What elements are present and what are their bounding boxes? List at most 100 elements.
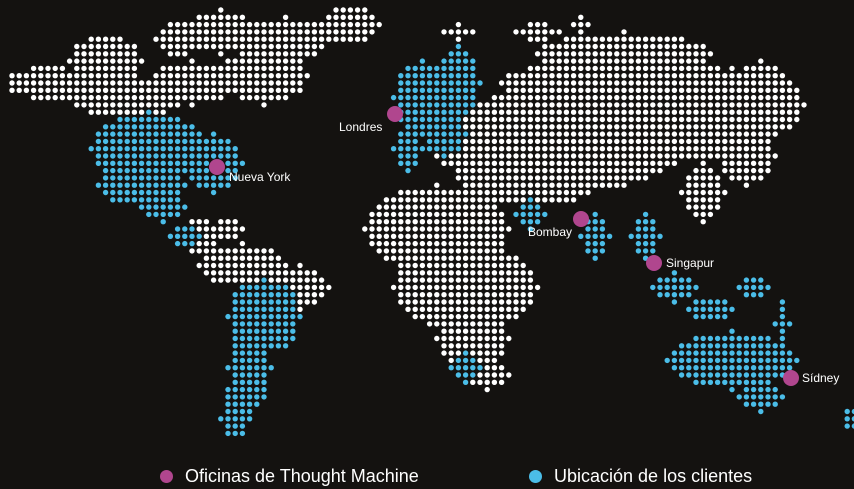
map-dot: [491, 372, 498, 378]
map-dot: [621, 36, 627, 42]
map-dot: [477, 116, 483, 123]
map-dot: [549, 189, 555, 196]
map-dot: [88, 73, 94, 79]
map-dot: [45, 87, 51, 94]
map-dot: [700, 80, 706, 86]
map-dot: [477, 175, 483, 181]
map-dot: [506, 335, 512, 342]
map-dot: [117, 124, 123, 130]
map-dot: [455, 328, 462, 334]
map-dot: [182, 51, 188, 57]
map-dot: [74, 65, 80, 72]
map-dot: [131, 102, 138, 108]
map-dot: [707, 116, 714, 123]
map-dot: [290, 36, 296, 42]
map-dot: [203, 226, 210, 232]
map-dot: [765, 109, 771, 115]
map-dot: [9, 73, 15, 79]
map-dot: [729, 365, 735, 371]
map-dot: [297, 80, 303, 86]
map-dot: [477, 189, 483, 196]
map-dot: [664, 284, 670, 291]
map-dot: [297, 51, 303, 57]
office-marker-nueva-york[interactable]: [209, 159, 225, 175]
map-dot: [261, 328, 267, 334]
map-dot: [714, 124, 721, 130]
map-dot: [635, 116, 642, 123]
office-marker-londres[interactable]: [387, 106, 403, 122]
map-dot: [261, 379, 267, 385]
map-dot: [542, 211, 548, 218]
map-dot: [174, 73, 181, 79]
map-dot: [671, 73, 678, 79]
map-dot: [398, 197, 404, 203]
map-dot: [405, 292, 411, 298]
map-dot: [390, 248, 397, 254]
map-dot: [347, 14, 354, 20]
map-dot: [570, 116, 577, 123]
map-dot: [750, 153, 757, 159]
map-dot: [124, 160, 130, 166]
map-dot: [772, 124, 778, 130]
map-dot: [189, 160, 195, 166]
map-dot: [146, 109, 152, 115]
map-dot: [657, 138, 663, 145]
map-dot: [628, 124, 634, 130]
map-dot: [606, 80, 613, 86]
map-dot: [282, 65, 289, 72]
map-dot: [441, 65, 447, 72]
map-dot: [174, 36, 181, 42]
map-dot: [664, 292, 670, 298]
map-dot: [210, 262, 217, 269]
map-dot: [182, 131, 188, 137]
map-dot: [52, 87, 58, 94]
map-dot: [498, 248, 505, 254]
map-dot: [59, 80, 66, 86]
map-dot: [542, 160, 548, 166]
map-dot: [405, 306, 411, 312]
map-dot: [398, 94, 404, 101]
map-dot: [196, 138, 202, 145]
map-dot: [304, 270, 310, 276]
map-dot: [268, 94, 274, 101]
map-dot: [491, 175, 498, 181]
map-dot: [599, 36, 606, 42]
map-dot: [678, 116, 685, 123]
map-dot: [383, 255, 390, 261]
map-dot: [578, 36, 584, 42]
map-dot: [290, 277, 296, 283]
map-dot: [232, 146, 238, 152]
map-dot: [268, 277, 274, 283]
map-dot: [333, 36, 339, 42]
map-dot: [470, 248, 476, 254]
map-dot: [124, 102, 130, 108]
map-dot: [383, 233, 390, 239]
map-dot: [398, 284, 404, 291]
office-marker-singapur[interactable]: [646, 255, 662, 271]
map-dot: [441, 146, 447, 152]
map-dot: [455, 284, 462, 291]
map-dot: [628, 153, 634, 159]
map-dot: [405, 270, 411, 276]
office-marker-bombay[interactable]: [573, 211, 589, 227]
map-dot: [700, 116, 706, 123]
map-dot: [585, 175, 591, 181]
map-dot: [102, 138, 109, 145]
map-dot: [225, 153, 231, 159]
map-dot: [448, 197, 454, 203]
map-dot: [419, 146, 426, 152]
map-dot: [196, 219, 202, 225]
map-dot: [707, 80, 714, 86]
map-dot: [232, 372, 238, 378]
map-dot: [182, 73, 188, 79]
map-dot: [592, 43, 598, 50]
map-dot: [88, 36, 94, 42]
map-dot: [102, 51, 109, 57]
office-marker-sidney[interactable]: [783, 370, 799, 386]
map-dot: [491, 379, 498, 385]
map-dot: [290, 321, 296, 327]
map-dot: [376, 248, 382, 254]
map-dot: [506, 299, 512, 305]
map-dot: [513, 131, 519, 137]
map-dot: [592, 131, 598, 137]
